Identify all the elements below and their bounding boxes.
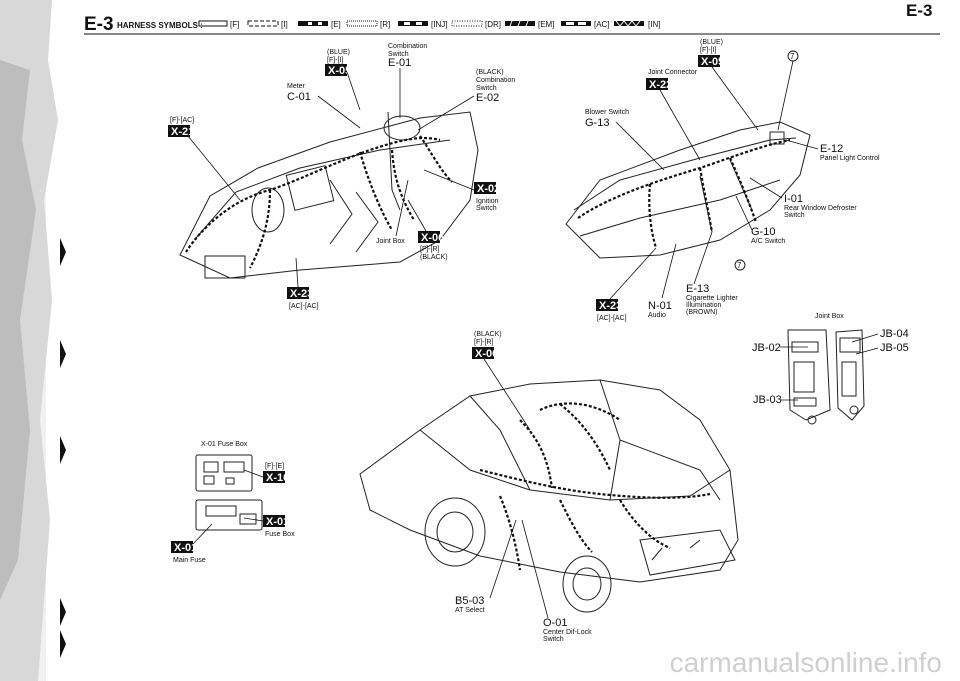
combination-switch-sub: Switch	[388, 51, 409, 58]
car-x06-color: (BLACK)	[474, 331, 502, 338]
header: E-3 HARNESS SYMBOLS : [F] [I] [E] [R] [I…	[84, 1, 940, 35]
o01-name2: Switch	[543, 636, 564, 643]
symbol-r: [R]	[380, 20, 390, 29]
circle-ref-top: 7	[790, 52, 795, 61]
section-code-right: E-3	[906, 1, 932, 20]
symbol-ac: [AC]	[594, 20, 610, 29]
right-x05-color: (BLUE)	[700, 39, 723, 46]
x23-left-code: X-23	[290, 288, 313, 300]
meter-code: C-01	[287, 91, 311, 103]
symbol-inj: [INJ]	[431, 20, 447, 29]
joint-box-title: Joint Box	[815, 313, 844, 320]
blower-switch-code: G-13	[585, 117, 609, 129]
main-fuse-code: X-01	[174, 542, 197, 554]
car-x06-harness: [F]-[R]	[474, 339, 493, 346]
o01-code: O-01	[543, 617, 567, 629]
x06-dash-color: (BLACK)	[420, 254, 448, 261]
i01-code: I-01	[784, 193, 803, 205]
x05-code: X-05	[328, 65, 351, 77]
e13-name1: Cigarette Lighter	[686, 295, 738, 302]
car-x06-code: X-06	[475, 348, 498, 360]
dashboard-left-drawing	[179, 111, 479, 279]
o01-name1: Center Dif-Lock	[543, 629, 592, 636]
fusebox-x01-code: X-01	[266, 516, 289, 528]
b503-code: B5-03	[455, 595, 484, 607]
right-x05-code: X-05	[701, 56, 724, 68]
jb05-label: JB-05	[880, 342, 909, 354]
symbol-f: [F]	[230, 20, 239, 29]
section-code-left: E-3	[84, 14, 114, 35]
combination-switch-name: Combination	[388, 43, 427, 50]
main-fuse-name: Main Fuse	[173, 557, 206, 564]
x23-right-code: X-23	[599, 300, 622, 312]
n01-code: N-01	[648, 300, 672, 312]
symbol-in: [IN]	[648, 20, 660, 29]
blower-switch-name: Blower Switch	[585, 109, 629, 116]
fuse-box-label: Fuse Box	[265, 531, 295, 538]
combination-switch2-color: (BLACK)	[476, 69, 504, 76]
harness-symbol-legend: [F] [I] [E] [R] [INJ] [DR] [EM] [AC] [IN…	[198, 20, 660, 29]
symbol-e: [E]	[331, 20, 341, 29]
g10-name: A/C Switch	[751, 238, 785, 245]
combination-switch-code: E-01	[388, 57, 411, 69]
circle-ref-bottom: 7	[737, 261, 742, 270]
e12-name: Panel Light Control	[820, 155, 880, 162]
dashboard-left-labels: (BLUE) [F]-[I] X-05 Combination Switch E…	[168, 43, 515, 310]
symbol-em: [EM]	[538, 20, 554, 29]
watermark: carmanualsonline.info	[670, 647, 942, 678]
x06-dash-harness: [F]-[R]	[420, 246, 439, 253]
dashboard-right-drawing	[565, 121, 811, 259]
b503-name: AT Select	[455, 607, 485, 614]
x02-code: X-02	[477, 183, 500, 195]
joint-connector-label: Joint Connector	[648, 69, 698, 76]
x16-harness: [F]-[E]	[265, 463, 284, 470]
right-x05-harness: [F]-[I]	[700, 47, 716, 54]
i01-name: Rear Window Defroster	[784, 205, 857, 212]
car-labels: (BLACK) [F]-[R] X-06 B5-03 AT Select O-0…	[455, 331, 592, 643]
combination-switch2-sub: Switch	[476, 85, 497, 92]
jb02-label: JB-02	[752, 342, 781, 354]
n01-name: Audio	[648, 312, 666, 319]
fuse-box-detail: X-01 Fuse Box [F]-[E] X-16 X-01 Fuse Box…	[171, 441, 295, 564]
e13-code: E-13	[686, 283, 709, 295]
e12-code: E-12	[820, 143, 843, 155]
combination-switch2-code: E-02	[476, 92, 499, 104]
jb04-label: JB-04	[880, 328, 909, 340]
i01-sub: Switch	[784, 212, 805, 219]
x23-left-harness: [AC]-[AC]	[289, 303, 319, 310]
meter-name: Meter	[287, 83, 306, 90]
jb03-label: JB-03	[753, 394, 782, 406]
combination-switch2-name: Combination	[476, 77, 515, 84]
e13-color: (BROWN)	[686, 309, 718, 316]
symbol-i: [I]	[281, 20, 288, 29]
x05-color: (BLUE)	[327, 49, 350, 56]
ignition-switch-sub: Switch	[476, 205, 497, 212]
x16-code: X-16	[266, 472, 289, 484]
joint-box-detail: Joint Box JB-02 JB-03 JB-04 JB-05	[752, 313, 909, 425]
dashboard-right-labels: (BLUE) [F]-[I] X-05 7 Joint Connector X-…	[585, 39, 880, 322]
car-body-drawing	[359, 379, 739, 613]
e13-name2: Illumination	[686, 302, 722, 309]
g10-code: G-10	[751, 226, 775, 238]
x23-right-harness: [AC]-[AC]	[597, 315, 627, 322]
x21-code: X-21	[171, 126, 194, 138]
x05-harness: [F]-[I]	[327, 57, 343, 64]
harness-symbols-title: HARNESS SYMBOLS :	[117, 21, 203, 30]
x22-code: X-22	[649, 79, 672, 91]
joint-box-label: Joint Box	[376, 238, 405, 245]
ignition-switch-name: Ignition	[476, 198, 499, 205]
fuse-box-title: X-01 Fuse Box	[201, 441, 248, 448]
page-binding-edge	[0, 0, 66, 681]
x21-harness: [F]-[AC]	[170, 117, 194, 124]
symbol-dr: [DR]	[485, 20, 501, 29]
x06-dash-code: X-06	[421, 232, 444, 244]
